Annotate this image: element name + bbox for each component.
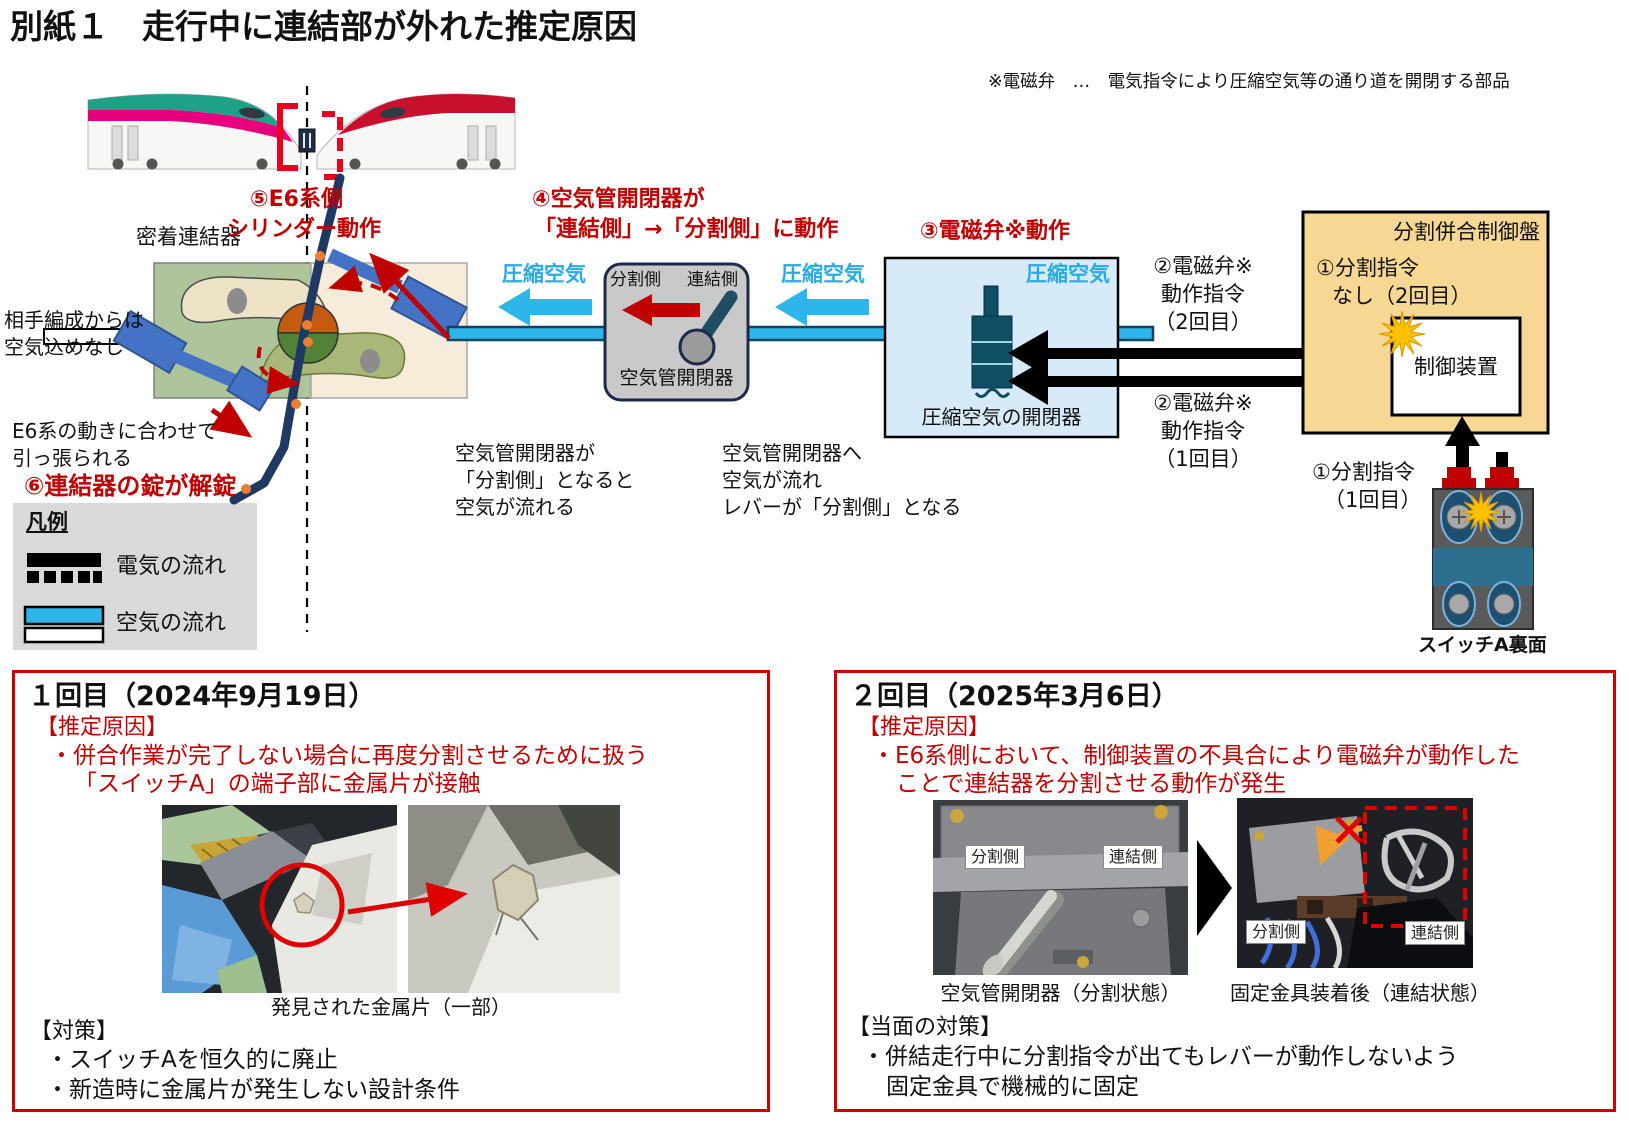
no-split-line2: なし（2回目） <box>1332 284 1472 308</box>
e5-train <box>87 93 302 170</box>
solenoid-note: ※電磁弁 … 電気指令により圧縮空気等の通り道を開閉する部品 <box>988 72 1510 92</box>
control-panel <box>1301 210 1550 435</box>
legend-air-label: 空気の流れ <box>116 611 227 636</box>
legend-title: 凡例 <box>26 510 68 534</box>
box1-measure-heading: 【対策】 <box>30 1019 119 1044</box>
box1-measure2: ・新造時に金属片が発生しない設計条件 <box>46 1077 460 1103</box>
red-action-arrows <box>209 252 451 438</box>
box1-cause-line1: ・併合作業が完了しない場合に再度分割させるために扱う <box>50 743 648 769</box>
cmd2-line2: 動作指令 <box>1161 282 1245 306</box>
box2-caption1: 空気管開閉器（分割状態） <box>940 981 1181 1005</box>
step4-line2: 「連結側」→「分割側」に動作 <box>534 217 839 242</box>
switch-a-label: スイッチA裏面 <box>1418 634 1547 656</box>
red-bracket-right <box>322 111 343 180</box>
legend-swatches <box>23 553 105 644</box>
box1-photo-caption: 発見された金属片（一部） <box>271 995 511 1019</box>
unlock-rod <box>229 173 345 505</box>
split1-line2: （1回目） <box>1324 488 1422 512</box>
panel-label: 分割併合制御盤 <box>1393 220 1540 244</box>
box1-measure1: ・スイッチAを恒久的に廃止 <box>46 1047 338 1073</box>
legend-electric-label: 電気の流れ <box>116 554 227 579</box>
flow-note1-line1: 空気管開閉器が <box>455 441 595 465</box>
control-device-label: 制御装置 <box>1414 355 1498 379</box>
pulled-line1: E6系の動きに合わせて <box>12 419 218 443</box>
e6-train <box>316 93 516 170</box>
box1-cause-line2: 「スイッチA」の端子部に金属片が接触 <box>74 771 481 797</box>
pulled-line2: 引っ張られる <box>12 446 132 470</box>
cmd2-line3: （2回目） <box>1154 310 1252 334</box>
main-diagram <box>23 86 1550 644</box>
box2-caption2: 固定金具装着後（連結状態） <box>1230 981 1490 1005</box>
short-starburst <box>1460 491 1502 533</box>
photo-cock-split-state <box>933 800 1188 975</box>
fault-starburst <box>1378 310 1426 358</box>
flow-note2-line2: 空気が流れ <box>722 468 822 492</box>
photo-fragment-zoom <box>408 805 620 993</box>
air-valve-box-label: 圧縮空気の開閉器 <box>921 405 1082 429</box>
photo1-split-tag: 分割側 <box>965 845 1026 869</box>
red-bracket-left <box>277 103 298 171</box>
photo2-split-tag: 分割側 <box>1246 920 1307 944</box>
photo-metal-fragment <box>162 805 397 993</box>
cock-box-label: 空気管開閉器 <box>619 367 734 389</box>
step3-label: ③電磁弁※動作 <box>920 219 1071 244</box>
electric-command-lines <box>1008 330 1392 405</box>
compressed-air-label-2: 圧縮空気 <box>781 262 865 286</box>
switch-command-arrow <box>1445 416 1480 469</box>
switch-a <box>1432 452 1534 630</box>
box2-measure-heading: 【当面の対策】 <box>848 1015 1003 1040</box>
box1-title: １回目（2024年9月19日） <box>28 681 376 712</box>
box2-measure2: 固定金具で機械的に固定 <box>886 1074 1139 1100</box>
coupler-label: 密着連結器 <box>136 225 241 249</box>
cock-couple-label: 連結側 <box>687 270 738 290</box>
no-air-line2: 空気込めなし <box>4 335 124 359</box>
box2-cause-heading: 【推定原因】 <box>858 715 991 740</box>
compressed-air-label-1: 圧縮空気 <box>502 262 586 286</box>
cmd2-line1: ②電磁弁※ <box>1153 254 1253 278</box>
cock-red-arrow <box>622 294 700 326</box>
step4-line1: ④空気管開閉器が <box>532 187 705 212</box>
box2-measure1: ・併結走行中に分割指令が出てもレバーが動作しないよう <box>862 1044 1459 1070</box>
step5-line1: ⑤E6系側 <box>250 187 343 212</box>
box2-cause-line1: ・E6系側において、制御装置の不具合により電磁弁が動作した <box>872 743 1520 769</box>
compressed-air-label-3: 圧縮空気 <box>1026 262 1110 286</box>
step6-label: ⑥連結器の錠が解錠 <box>24 472 237 500</box>
photo2-couple-tag: 連結側 <box>1405 921 1466 945</box>
no-split-line1: ①分割指令 <box>1316 256 1419 280</box>
box2-cause-line2: ことで連結器を分割させる動作が発生 <box>896 771 1287 797</box>
coupling-closeup <box>277 103 343 180</box>
cmd1-line3: （1回目） <box>1154 447 1252 471</box>
box2-title: ２回目（2025年3月6日） <box>850 681 1179 712</box>
air-valve-box <box>883 256 1120 439</box>
pipe-cock-box <box>603 262 750 402</box>
flow-note2-line3: レバーが「分割側」となる <box>722 495 962 519</box>
no-air-line1: 相手編成からは <box>4 308 144 332</box>
page-title: 別紙１ 走行中に連結部が外れた推定原因 <box>10 7 637 46</box>
lock-disc-bottom <box>277 332 339 364</box>
cmd1-line2: 動作指令 <box>1161 419 1245 443</box>
photo1-couple-tag: 連結側 <box>1103 845 1164 869</box>
fragment-red-circle <box>259 862 345 948</box>
split1-line1: ①分割指令 <box>1312 460 1415 484</box>
box1-cause-heading: 【推定原因】 <box>36 715 169 740</box>
flow-note1-line3: 空気が流れる <box>455 495 575 519</box>
flow-note1-line2: 「分割側」となると <box>455 468 635 492</box>
cock-split-label: 分割側 <box>610 270 661 290</box>
step5-line2: シリンダー動作 <box>227 217 382 242</box>
flow-note2-line1: 空気管開閉器へ <box>722 441 862 465</box>
cmd1-line1: ②電磁弁※ <box>1153 391 1253 415</box>
cock-pivot <box>678 328 716 366</box>
